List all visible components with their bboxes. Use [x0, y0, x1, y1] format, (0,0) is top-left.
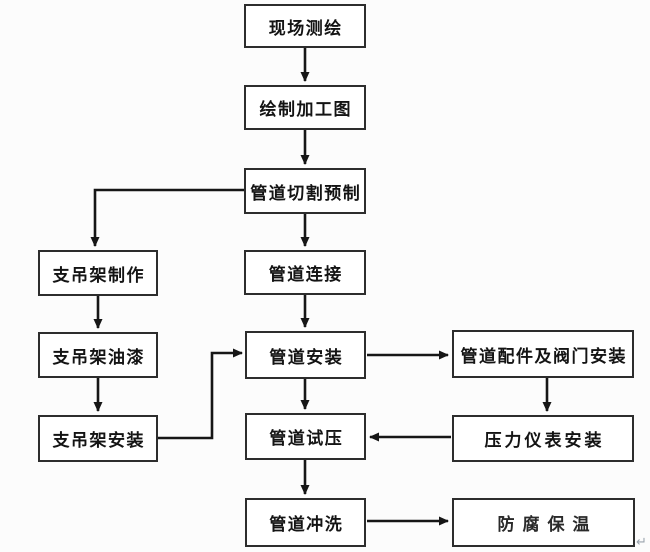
node-pipe-connection: 管道连接: [244, 250, 366, 295]
node-pipe-installation: 管道安装: [245, 331, 366, 379]
node-pipe-pressure-test: 管道试压: [245, 413, 366, 460]
node-support-hanger-painting: 支吊架油漆: [38, 332, 158, 378]
node-site-survey: 现场测绘: [244, 4, 366, 48]
node-anticorrosion-insulation: 防腐保温: [452, 498, 635, 547]
node-support-hanger-fabrication: 支吊架制作: [38, 250, 158, 296]
node-pipe-cutting-prefabrication: 管道切割预制: [244, 168, 366, 214]
node-pipe-fittings-and-valve-installation: 管道配件及阀门安装: [452, 330, 634, 378]
node-support-hanger-installation: 支吊架安装: [38, 415, 158, 462]
edge-cutting-prefab-to-support-fab: [90, 188, 246, 247]
node-draw-fabrication-drawing: 绘制加工图: [244, 85, 366, 130]
node-pipe-flushing: 管道冲洗: [245, 498, 366, 547]
paragraph-mark-glyph: ↵: [636, 534, 647, 549]
node-pressure-instrument-installation: 压力仪表安装: [452, 415, 634, 462]
edge-support-install-to-pipe-install: [158, 348, 243, 440]
